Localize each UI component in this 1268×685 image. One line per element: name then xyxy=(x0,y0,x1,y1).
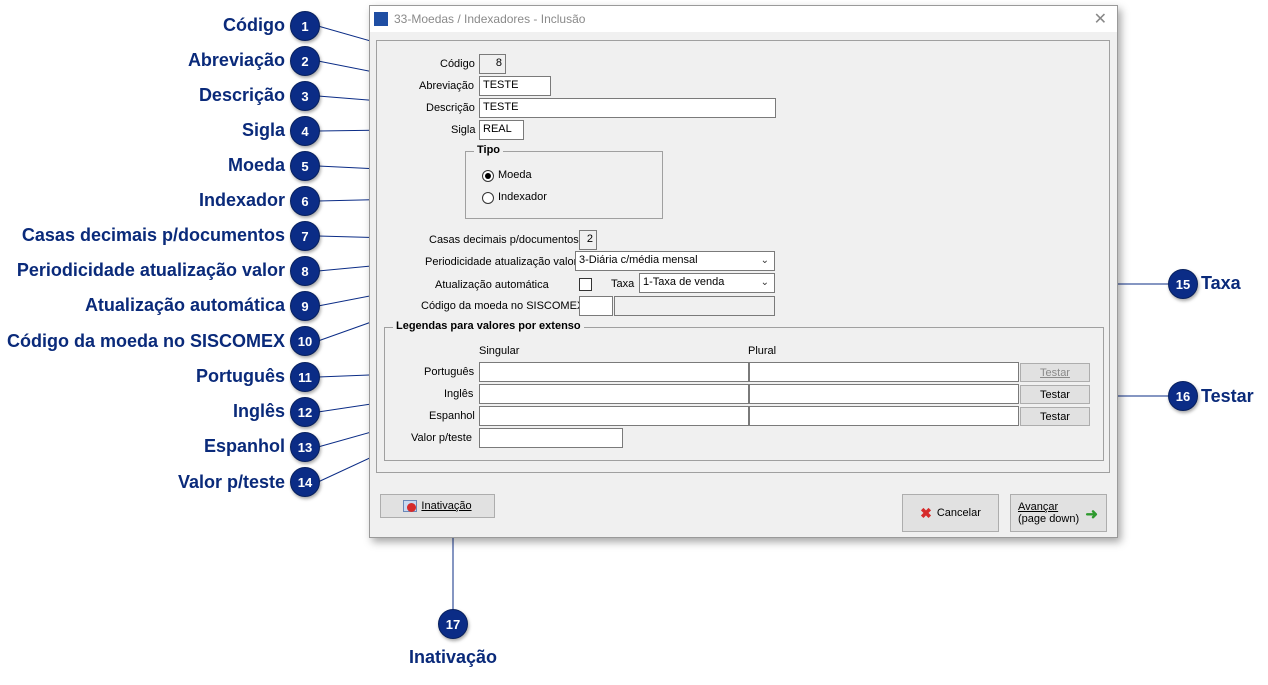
callout-label-sigla: Sigla xyxy=(241,120,285,140)
periodicidade-value: 3-Diária c/média mensal xyxy=(579,254,698,266)
callout-label-ingles: Inglês xyxy=(232,401,285,421)
callout-label-testar: Testar xyxy=(1201,386,1254,406)
callout-badge-15: 15 xyxy=(1168,269,1198,299)
callout-badge-9: 9 xyxy=(290,291,320,321)
casas-label: Casas decimais p/documentos xyxy=(429,234,579,246)
callout-label-inativacao: Inativação xyxy=(409,647,498,667)
taxa-value: 1-Taxa de venda xyxy=(643,276,725,288)
app-icon xyxy=(374,12,388,26)
chevron-down-icon: ⌄ xyxy=(760,277,769,288)
taxa-select[interactable]: 1-Taxa de venda ⌄ xyxy=(639,273,775,293)
callout-badge-1: 1 xyxy=(290,11,320,41)
ingles-label: Inglês xyxy=(444,388,474,400)
avancar-label: Avançar xyxy=(1018,501,1059,513)
callout-label-portugues: Português xyxy=(195,366,285,386)
moeda-radio[interactable] xyxy=(482,170,494,182)
moeda-radio-label[interactable]: Moeda xyxy=(498,169,532,181)
portugues-singular-field[interactable] xyxy=(479,362,749,382)
callout-badge-7: 7 xyxy=(290,221,320,251)
callout-label-valor-teste: Valor p/teste xyxy=(177,472,285,492)
callout-label-atualizacao: Atualização automática xyxy=(84,295,285,315)
tipo-group: Tipo Moeda Indexador xyxy=(465,144,663,219)
espanhol-singular-field[interactable] xyxy=(479,406,749,426)
callout-label-espanhol: Espanhol xyxy=(203,436,285,456)
atualizacao-checkbox[interactable] xyxy=(579,278,592,291)
descricao-field[interactable]: TESTE xyxy=(479,98,776,118)
callout-badge-3: 3 xyxy=(290,81,320,111)
tipo-group-title: Tipo xyxy=(474,144,504,156)
callout-badge-10: 10 xyxy=(290,326,320,356)
indexador-radio-label[interactable]: Indexador xyxy=(498,191,547,203)
callout-badge-6: 6 xyxy=(290,186,320,216)
chevron-down-icon: ⌄ xyxy=(760,255,769,266)
avancar-hint: (page down) xyxy=(1018,513,1080,525)
cancel-x-icon: ✖ xyxy=(920,504,932,521)
callout-label-descricao: Descrição xyxy=(198,85,285,105)
descricao-label: Descrição xyxy=(426,102,475,114)
callout-label-siscomex: Código da moeda no SISCOMEX xyxy=(6,331,285,351)
codigo-field[interactable]: 8 xyxy=(479,54,506,74)
testar-label: Testar xyxy=(1040,366,1070,379)
form-panel: Código 8 Abreviação TESTE Descrição TEST… xyxy=(376,40,1110,473)
window-title: 33-Moedas / Indexadores - Inclusão xyxy=(394,12,586,26)
sigla-label: Sigla xyxy=(451,124,476,136)
periodicidade-select[interactable]: 3-Diária c/média mensal ⌄ xyxy=(575,251,775,271)
ingles-testar-button[interactable]: Testar xyxy=(1020,385,1090,404)
callout-badge-5: 5 xyxy=(290,151,320,181)
dialog-window: 33-Moedas / Indexadores - Inclusão ✕ Cód… xyxy=(369,5,1118,538)
espanhol-testar-button[interactable]: Testar xyxy=(1020,407,1090,426)
callout-badge-17: 17 xyxy=(438,609,468,639)
portugues-plural-field[interactable] xyxy=(749,362,1019,382)
siscomex-label: Código da moeda no SISCOMEX xyxy=(421,300,585,312)
portugues-label: Português xyxy=(424,366,475,378)
callout-badge-2: 2 xyxy=(290,46,320,76)
inativacao-button[interactable]: Inativação xyxy=(380,494,495,518)
legendas-group: Legendas para valores por extenso Singul… xyxy=(384,320,1104,461)
abreviacao-label: Abreviação xyxy=(419,80,475,92)
cancelar-button[interactable]: ✖ Cancelar xyxy=(902,494,999,532)
portugues-testar-button[interactable]: Testar xyxy=(1020,363,1090,382)
callout-badge-11: 11 xyxy=(290,362,320,392)
abreviacao-field[interactable]: TESTE xyxy=(479,76,551,96)
sigla-field[interactable]: REAL xyxy=(479,120,524,140)
casas-field[interactable]: 2 xyxy=(579,230,597,250)
callout-badge-8: 8 xyxy=(290,256,320,286)
callout-badge-4: 4 xyxy=(290,116,320,146)
codigo-label: Código xyxy=(440,58,475,70)
callout-badge-16: 16 xyxy=(1168,381,1198,411)
radio-selected-dot xyxy=(485,173,491,179)
siscomex-description-field xyxy=(614,296,775,316)
title-bar: 33-Moedas / Indexadores - Inclusão ✕ xyxy=(370,6,1117,32)
callout-label-taxa: Taxa xyxy=(1201,273,1241,293)
indexador-radio[interactable] xyxy=(482,192,494,204)
callout-label-indexador: Indexador xyxy=(198,190,285,210)
valor-teste-field[interactable] xyxy=(479,428,623,448)
close-icon[interactable]: ✕ xyxy=(1093,11,1107,28)
singular-column-header: Singular xyxy=(479,345,520,357)
atualizacao-label: Atualização automática xyxy=(435,279,549,291)
callout-label-moeda: Moeda xyxy=(227,155,285,175)
callout-badge-12: 12 xyxy=(290,397,320,427)
legendas-group-title: Legendas para valores por extenso xyxy=(393,320,584,332)
cancelar-label: Cancelar xyxy=(936,507,981,519)
arrow-right-icon: ➜ xyxy=(1085,506,1098,523)
espanhol-label: Espanhol xyxy=(429,410,475,422)
taxa-label: Taxa xyxy=(611,278,635,290)
periodicidade-label: Periodicidade atualização valor xyxy=(425,256,578,268)
avancar-button[interactable]: Avançar (page down) ➜ xyxy=(1010,494,1107,532)
callout-badge-13: 13 xyxy=(290,432,320,462)
ingles-plural-field[interactable] xyxy=(749,384,1019,404)
inativacao-icon xyxy=(403,500,418,512)
plural-column-header: Plural xyxy=(748,345,777,357)
callout-label-codigo: Código xyxy=(223,15,285,35)
siscomex-code-field[interactable] xyxy=(579,296,613,316)
ingles-singular-field[interactable] xyxy=(479,384,749,404)
callout-label-periodicidade: Periodicidade atualização valor xyxy=(16,260,285,280)
inativacao-label: Inativação xyxy=(421,500,472,512)
callout-label-abreviacao: Abreviação xyxy=(187,50,285,70)
callout-label-casas: Casas decimais p/documentos xyxy=(21,225,285,245)
callout-badge-14: 14 xyxy=(290,467,320,497)
espanhol-plural-field[interactable] xyxy=(749,406,1019,426)
valor-teste-label: Valor p/teste xyxy=(411,432,472,444)
